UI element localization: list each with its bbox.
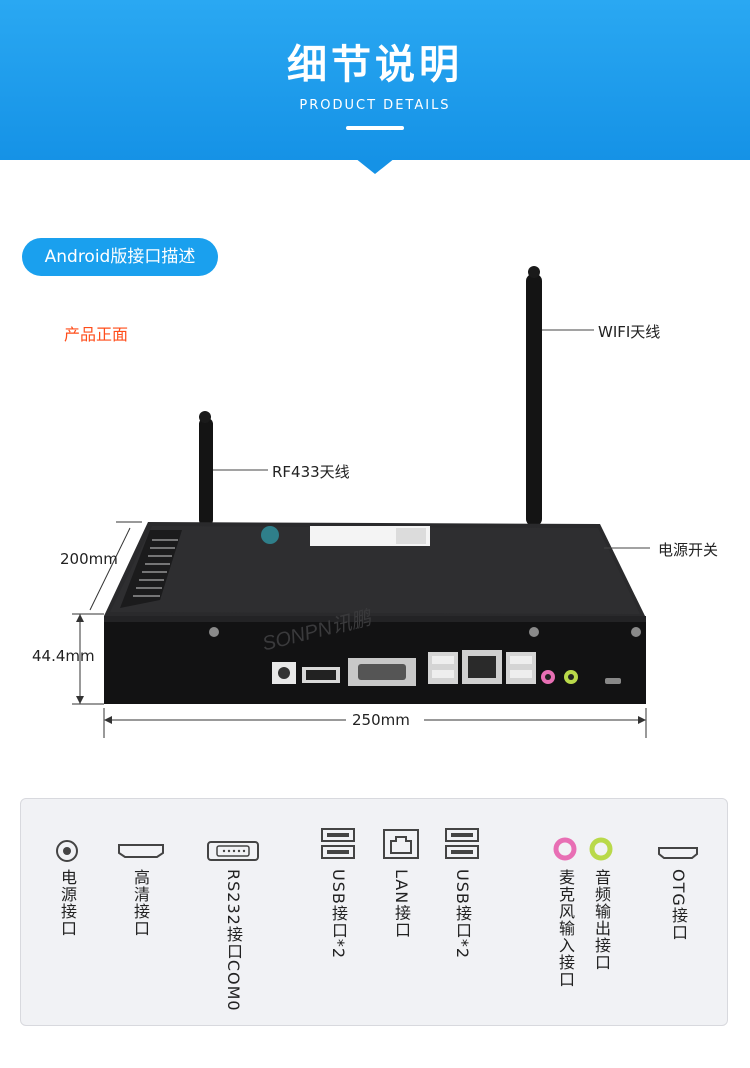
page-title: 细节说明 xyxy=(287,42,463,88)
power-switch-label: 电源开关 xyxy=(658,541,719,559)
legend-label: 麦克风输入接口 xyxy=(556,869,575,988)
legend-label: 高清接口 xyxy=(131,869,150,937)
legend-label: USB接口*2 xyxy=(329,869,348,960)
audio-out-icon xyxy=(589,837,613,865)
header-banner: 细节说明 PRODUCT DETAILS xyxy=(0,0,750,160)
legend-label: RS232接口COM0 xyxy=(224,869,243,1012)
logo-disc xyxy=(261,526,279,544)
rf433-antenna xyxy=(199,411,213,526)
port-legend: 电源接口 高清接口 RS232接口COM0 USB接口*2 LAN接口 USB接… xyxy=(20,798,728,1026)
legend-label: 音频输出接口 xyxy=(592,869,611,971)
port-otg xyxy=(605,678,621,684)
title-underline xyxy=(346,126,404,130)
page-subtitle: PRODUCT DETAILS xyxy=(299,98,451,113)
legend-label: LAN接口 xyxy=(392,869,411,939)
usb-icon xyxy=(445,827,479,865)
banner-notch xyxy=(355,158,395,174)
hdmi-icon xyxy=(117,843,165,863)
usb-icon xyxy=(321,827,355,865)
legend-label: USB接口*2 xyxy=(453,869,472,960)
power-jack-icon xyxy=(55,839,79,867)
product-illustration: SONPN讯鹏 xyxy=(72,266,650,738)
legend-label: 电源接口 xyxy=(58,869,77,937)
width-dimension: 250mm xyxy=(352,711,410,729)
section-pill: Android版接口描述 xyxy=(22,238,218,276)
serial-port-icon xyxy=(207,841,259,865)
legend-label: OTG接口 xyxy=(669,869,688,941)
front-view-label: 产品正面 xyxy=(64,325,129,344)
depth-dimension: 200mm xyxy=(60,550,118,568)
height-dimension: 44.4mm xyxy=(32,647,95,665)
mic-icon xyxy=(553,837,577,865)
lan-icon xyxy=(383,829,419,863)
wifi-antenna xyxy=(526,266,542,526)
rf433-antenna-label: RF433天线 xyxy=(272,463,350,481)
wifi-antenna-label: WIFI天线 xyxy=(598,323,661,341)
otg-icon xyxy=(657,845,699,864)
